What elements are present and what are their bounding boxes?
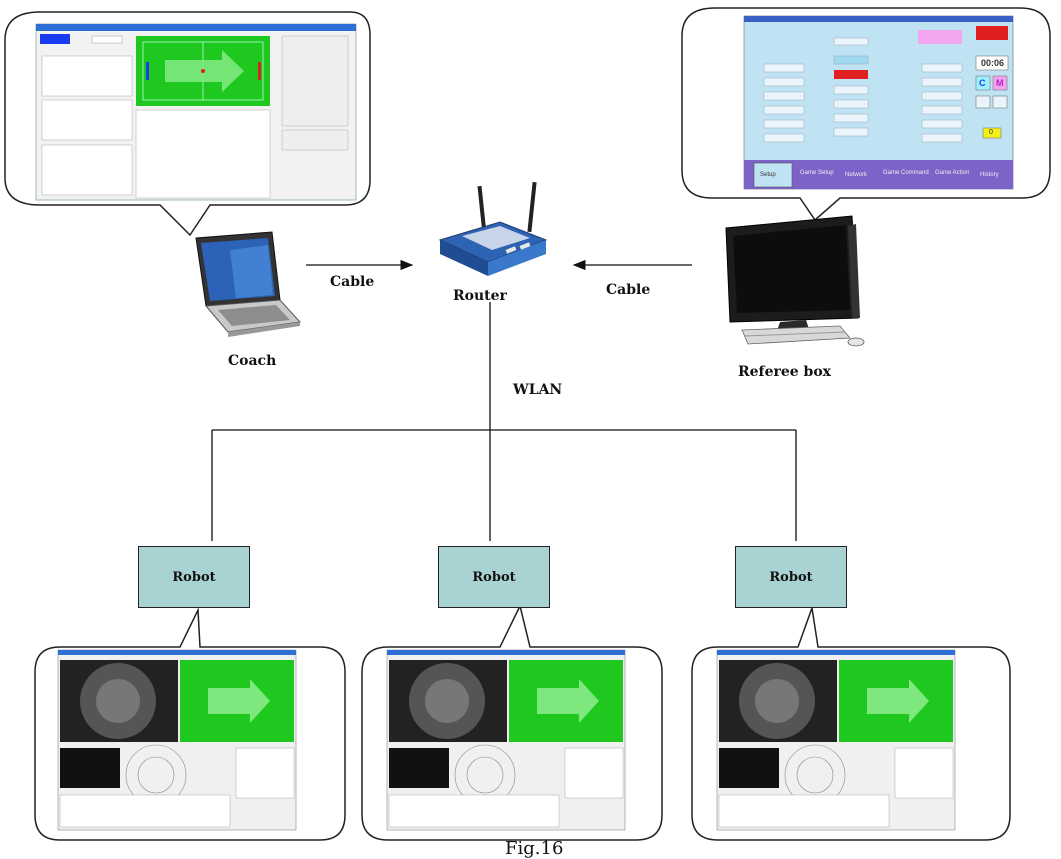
cable-label-left: Cable: [330, 274, 375, 290]
figure-caption: Fig.16: [505, 838, 564, 859]
connector-lines: [211, 259, 797, 541]
coach-app-window: [35, 23, 357, 201]
referee-app-window: [743, 15, 1014, 190]
referee-screen-bubble: [681, 7, 1051, 222]
referee-score: 0: [989, 129, 993, 136]
desktop-computer-icon: [725, 215, 865, 347]
robot-node-3: Robot: [735, 546, 847, 608]
referee-tab-game-setup: Game Setup: [800, 170, 834, 176]
robot-label-1: Robot: [172, 569, 216, 585]
wlan-label: WLAN: [513, 382, 563, 398]
cable-label-right: Cable: [606, 282, 651, 298]
laptop-icon: [195, 231, 302, 337]
referee-tab-game-command: Game Command: [883, 170, 929, 176]
robot-label-2: Robot: [472, 569, 516, 585]
referee-tab-network: Network: [845, 172, 868, 178]
coach-screen-bubble: [4, 11, 371, 237]
referee-tab-game-action: Game Action: [935, 170, 970, 176]
robot-screen-bubble-2: [361, 603, 663, 841]
robot-node-1: Robot: [138, 546, 250, 608]
referee-timer: 00:06: [981, 58, 1005, 68]
router-icon: [438, 181, 548, 276]
referee-box-label: Referee box: [738, 364, 832, 380]
referee-tab-setup: Setup: [760, 172, 776, 178]
router-label: Router: [453, 288, 507, 304]
referee-letter-m: M: [996, 78, 1004, 88]
coach-label: Coach: [228, 353, 277, 369]
robot-node-2: Robot: [438, 546, 550, 608]
referee-tab-history: History: [980, 172, 999, 178]
robot-screen-bubble-3: [691, 607, 1011, 841]
robot-label-3: Robot: [769, 569, 813, 585]
referee-letter-c: C: [979, 78, 986, 88]
robot-screen-bubble-1: [34, 607, 346, 841]
